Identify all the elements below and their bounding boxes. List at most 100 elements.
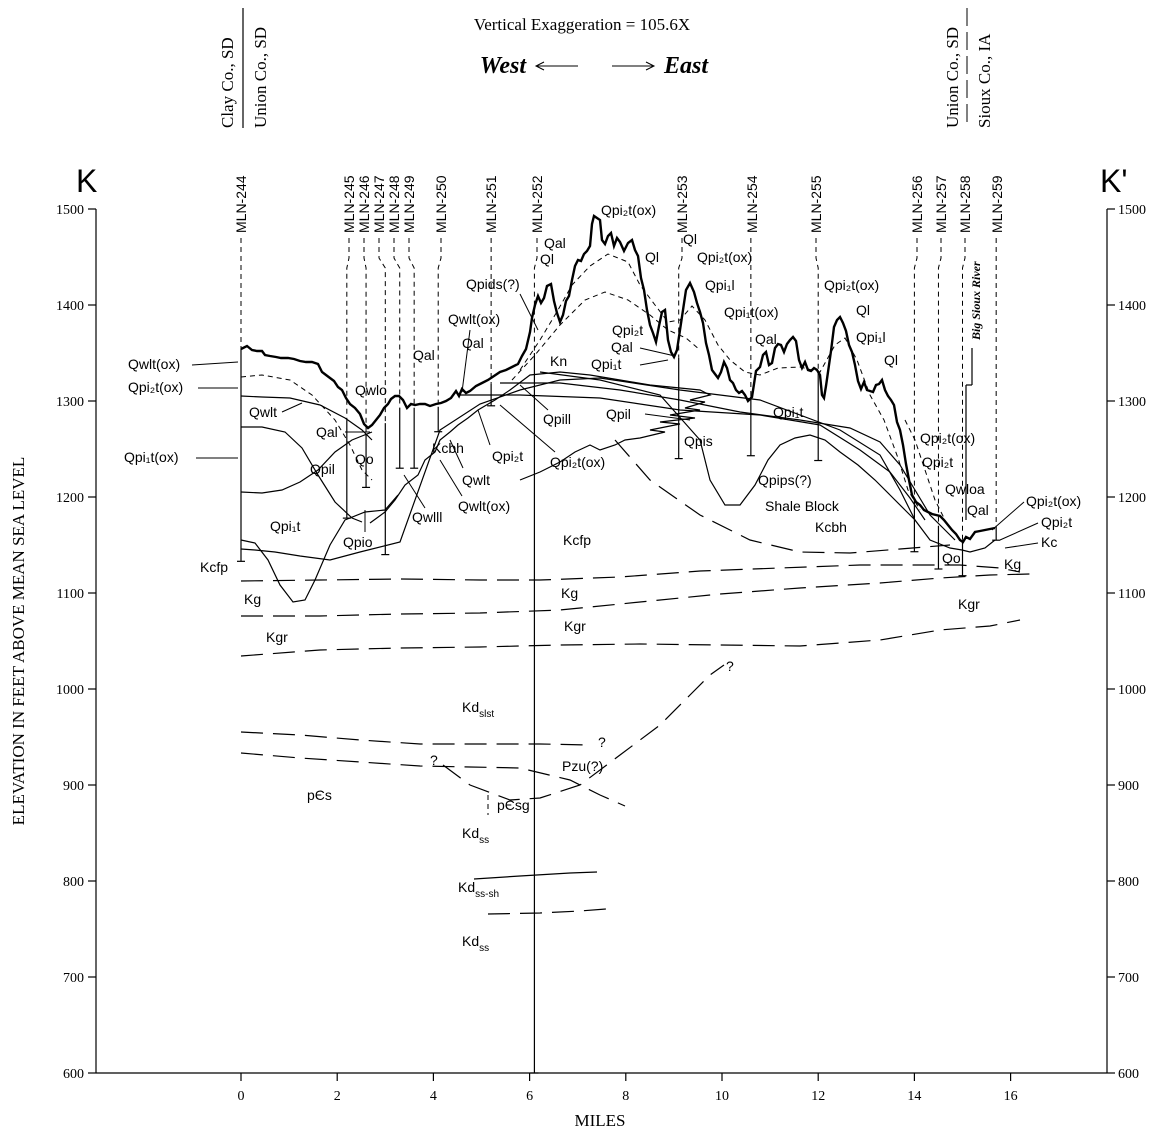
y-tick-label: 1200 — [56, 491, 84, 506]
y-axis-label: ELEVATION IN FEET ABOVE MEAN SEA LEVEL — [9, 457, 28, 826]
unit-label-qpi2t-ox-4: Qpi₂t(ox) — [824, 277, 879, 293]
unit-label-pcsg: pЄsg — [497, 797, 530, 813]
well-mln-247: MLN-247 — [371, 175, 390, 556]
unit-label-qwlt-ox-2: Qwlt(ox) — [448, 311, 500, 327]
unit-label-qpi1l-1: Qpi₁l — [705, 277, 735, 293]
well-mln-256: MLN-256 — [909, 175, 925, 553]
well-label: MLN-245 — [341, 175, 357, 233]
query-label-3: ? — [598, 734, 606, 750]
query-label-1: ? — [726, 658, 734, 674]
county-label-sioux-ia: Sioux Co., IA — [975, 33, 994, 128]
contact-precambrian-top — [240, 752, 626, 807]
well-leader — [962, 238, 966, 541]
unit-label-qwlt-ox-left: Qwlt(ox) — [128, 356, 180, 372]
y-tick-label-right: 1500 — [1118, 203, 1146, 218]
y-tick-label-right: 700 — [1118, 971, 1139, 986]
well-label: MLN-251 — [483, 175, 499, 233]
y-tick-label: 1400 — [56, 299, 84, 314]
unit-label-qo-left: Qo — [355, 451, 374, 467]
y-tick-label-right: 900 — [1118, 779, 1139, 794]
unit-label-qwlt-left: Qwlt — [249, 404, 277, 420]
y-tick-label-right: 1200 — [1118, 491, 1146, 506]
well-label: MLN-250 — [433, 175, 449, 233]
unit-label-qal-5: Qal — [611, 339, 633, 355]
direction-east-label: East — [663, 53, 709, 79]
direction-arrows — [534, 61, 656, 71]
unit-label-kg-left: Kg — [244, 591, 261, 607]
unit-label-kgr-center: Kgr — [564, 618, 586, 634]
contact-solid-3 — [240, 431, 373, 494]
well-mln-249: MLN-249 — [401, 175, 419, 469]
unit-label-kd-slst: Kdslst — [462, 699, 494, 720]
well-label: MLN-248 — [386, 175, 402, 233]
well-mln-252: MLN-252 — [529, 175, 545, 1074]
unit-label-qo-right: Qo — [942, 550, 961, 566]
unit-label-qpi1t-2: Qpi₁t — [591, 356, 622, 372]
unit-label-pcs: pЄs — [307, 787, 332, 803]
well-mln-246: MLN-246 — [356, 175, 372, 488]
well-label: MLN-247 — [371, 175, 387, 233]
y-tick-label: 1300 — [56, 395, 84, 410]
y-tick-label: 900 — [63, 779, 84, 794]
county-label-union-sd-right: Union Co., SD — [943, 27, 962, 128]
well-leader — [678, 238, 683, 358]
unit-label-qpi2t-ox-5: Qpi₂t(ox) — [920, 430, 975, 446]
well-leader — [408, 238, 415, 408]
unit-label-qwloa: Qwloa — [945, 481, 985, 497]
unit-label-qal-6: Qal — [755, 331, 777, 347]
well-label: MLN-249 — [401, 175, 417, 233]
contact-qpill-sawtooth — [369, 371, 712, 524]
unit-label-qal-4: Qal — [544, 235, 566, 251]
y-tick-label-right: 1400 — [1118, 299, 1146, 314]
contact-dashed-right — [904, 419, 946, 521]
x-tick-label: 8 — [622, 1089, 629, 1104]
contact-kg-top — [240, 564, 1021, 582]
county-label-clay-sd: Clay Co., SD — [218, 37, 237, 128]
unit-label-qpi2t-3: Qpi₂t — [922, 454, 953, 470]
contact-bedrock-top — [240, 377, 996, 561]
vertical-exaggeration-label: Vertical Exaggeration = 105.6X — [474, 15, 690, 34]
unit-label-qpi2t-2: Qpi₂t — [612, 322, 643, 338]
unit-label-qwlt-2: Qwlt — [462, 472, 490, 488]
unit-label-qpis: Qpis — [684, 433, 713, 449]
unit-label-qwlll: Qwlll — [412, 509, 442, 525]
well-leader — [363, 238, 367, 435]
x-tick-label: 16 — [1004, 1089, 1018, 1104]
contact-solid-2 — [241, 426, 363, 523]
unit-label-kcfp-center: Kcfp — [563, 532, 591, 548]
section-end-label: K' — [1100, 163, 1127, 199]
well-leader — [346, 238, 350, 421]
y-tick-label: 600 — [63, 1067, 84, 1082]
contact-kd-slst-lens — [442, 664, 725, 801]
county-boundary-left: Clay Co., SD Union Co., SD — [218, 8, 270, 128]
well-label: MLN-256 — [909, 175, 925, 233]
y-tick-label-right: 1100 — [1118, 587, 1145, 602]
unit-label-kd-ss-1: Kdss — [462, 825, 489, 846]
unit-label-kn: Kn — [550, 353, 567, 369]
unit-label-kcfp-left: Kcfp — [200, 559, 228, 575]
well-mln-257: MLN-257 — [933, 175, 949, 570]
unit-label-qpil-left: Qpil — [310, 461, 335, 477]
unit-label-ql-2: Ql — [645, 249, 659, 265]
contact-solid-4 — [240, 494, 399, 603]
unit-label-kcbh-right: Kcbh — [815, 519, 847, 535]
unit-label-kg-center: Kg — [561, 585, 578, 601]
contact-dashed-upper-center — [519, 253, 921, 511]
well-label: MLN-244 — [233, 175, 249, 233]
unit-label-qpio: Qpio — [343, 534, 373, 550]
river-marker: Big Sioux River — [965, 261, 983, 520]
unit-label-kgr-right: Kgr — [958, 596, 980, 612]
contact-kd-ss-sh-top — [473, 871, 598, 880]
well-mln-248: MLN-248 — [386, 175, 404, 469]
well-mln-245: MLN-245 — [341, 175, 357, 519]
contact-solid-1 — [240, 395, 373, 441]
unit-label-qal-7: Qal — [967, 502, 989, 518]
well-leader — [393, 238, 401, 408]
unit-label-qpi2t-ox-left: Qpi₂t(ox) — [128, 379, 183, 395]
well-mln-254: MLN-254 — [744, 175, 760, 457]
y-tick-label: 1500 — [56, 203, 84, 218]
unit-label-ql-1: Ql — [540, 251, 554, 267]
